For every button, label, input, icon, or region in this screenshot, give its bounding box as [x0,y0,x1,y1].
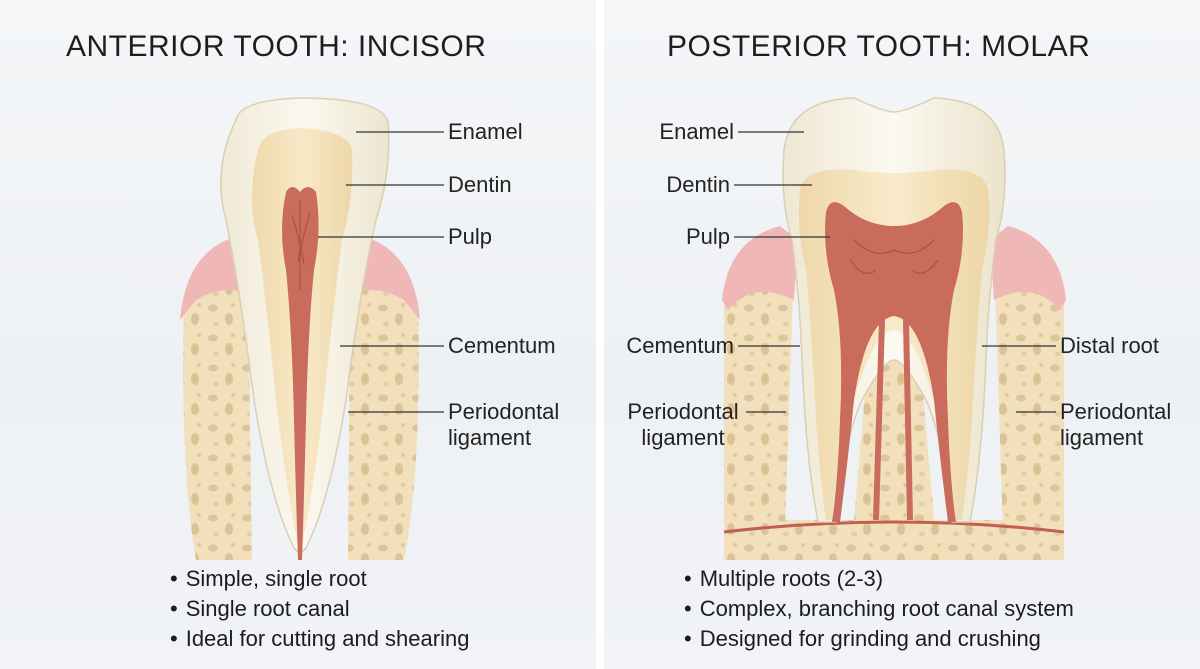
incisor-pulp [282,187,319,560]
molar-panel: POSTERIOR TOOTH: MOLAR [604,0,1200,669]
incisor-label-dentin: Dentin [448,172,512,197]
incisor-feature-3: Ideal for cutting and shearing [170,624,470,654]
incisor-features-list: Simple, single root Single root canal Id… [170,564,470,654]
molar-feature-1: Multiple roots (2-3) [684,564,1074,594]
molar-label-dentin: Dentin [666,172,730,197]
molar-pulp [825,202,963,522]
molar-label-periodontal-left: Periodontal ligament [620,399,746,451]
incisor-label-periodontal-line2: ligament [448,425,532,450]
molar-label-enamel: Enamel [659,119,734,144]
molar-label-periodontal-right-line2: ligament [1060,425,1144,450]
molar-label-cementum: Cementum [626,333,734,358]
molar-label-pulp: Pulp [685,224,730,249]
molar-features-list: Multiple roots (2-3) Complex, branching … [684,564,1074,654]
incisor-label-pulp: Pulp [448,224,493,249]
molar-label-periodontal-left-line2: ligament [641,425,725,450]
molar-label-periodontal-right: Periodontal ligament [1060,399,1171,451]
molar-gum [722,226,798,310]
incisor-title: ANTERIOR TOOTH: INCISOR [66,30,487,63]
incisor-panel: ANTERIOR TOOTH: INCISOR [0,0,596,669]
incisor-label-periodontal: Periodontal ligament [448,399,559,451]
molar-label-periodontal-right-line1: Periodontal [1060,399,1172,424]
molar-feature-2: Complex, branching root canal system [684,594,1074,624]
molar-title: POSTERIOR TOOTH: MOLAR [667,30,1091,63]
molar-label-distal-root: Distal root [1060,333,1160,358]
incisor-label-cementum: Cementum [448,333,556,358]
molar-feature-3: Designed for grinding and crushing [684,624,1074,654]
molar-illustration [722,97,1066,560]
panel-divider [596,0,604,669]
incisor-feature-2: Single root canal [170,594,469,624]
incisor-label-enamel: Enamel [448,119,523,144]
incisor-illustration [180,97,444,560]
incisor-feature-1: Simple, single root [170,564,469,594]
incisor-label-periodontal-line1: Periodontal [448,399,560,424]
molar-label-periodontal-left-line1: Periodontal [627,399,739,424]
